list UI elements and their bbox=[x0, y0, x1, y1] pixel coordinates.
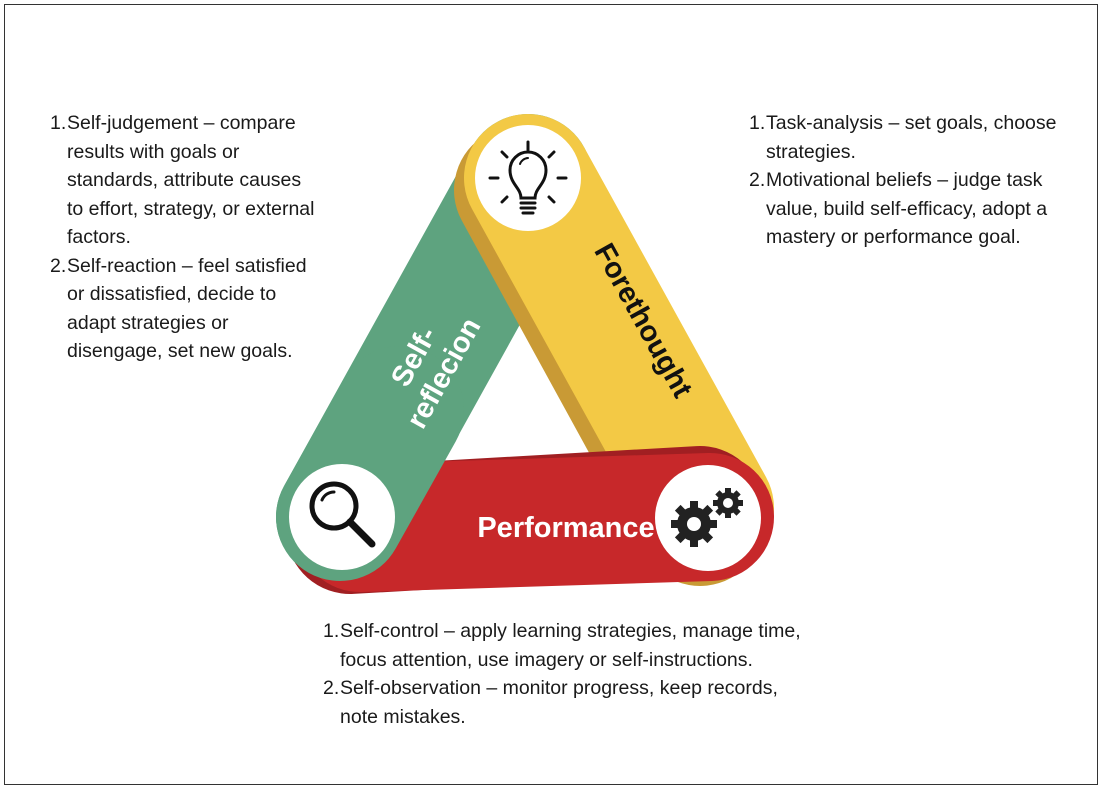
performance-label: Performance bbox=[477, 512, 654, 544]
self-reflection-icon-circle bbox=[289, 464, 395, 570]
diagram-frame bbox=[4, 4, 1098, 785]
performance-notes: 1.Self-control – apply learning strategi… bbox=[323, 617, 803, 731]
self-reflection-notes: 1.Self-judgement – compare results with … bbox=[50, 109, 320, 366]
note-item: 2.Self-observation – monitor progress, k… bbox=[323, 674, 803, 731]
note-number: 2. bbox=[749, 169, 766, 191]
note-number: 2. bbox=[323, 677, 340, 699]
note-item: 2.Motivational beliefs – judge task valu… bbox=[749, 166, 1069, 252]
note-number: 1. bbox=[50, 112, 67, 134]
note-item: 1.Task-analysis – set goals, choose stra… bbox=[749, 109, 1069, 166]
note-text: Self-observation – monitor progress, kee… bbox=[340, 677, 778, 728]
note-number: 1. bbox=[749, 112, 766, 134]
note-text: Self-control – apply learning strategies… bbox=[340, 620, 801, 671]
gears-icon bbox=[671, 488, 743, 547]
performance-band bbox=[296, 453, 774, 592]
note-item: 2.Self-reaction – feel satisfied or diss… bbox=[50, 252, 320, 366]
lightbulb-icon bbox=[488, 140, 568, 215]
forethought-notes: 1.Task-analysis – set goals, choose stra… bbox=[749, 109, 1069, 252]
note-number: 1. bbox=[323, 620, 340, 642]
note-item: 1.Self-judgement – compare results with … bbox=[50, 109, 320, 252]
magnifier-icon bbox=[309, 481, 376, 548]
note-item: 1.Self-control – apply learning strategi… bbox=[323, 617, 803, 674]
note-text: Task-analysis – set goals, choose strate… bbox=[766, 112, 1057, 163]
note-text: Motivational beliefs – judge task value,… bbox=[766, 169, 1048, 248]
note-text: Self-reaction – feel satisfied or dissat… bbox=[67, 254, 307, 363]
note-text: Self-judgement – compare results with go… bbox=[67, 112, 315, 248]
note-number: 2. bbox=[50, 254, 67, 277]
